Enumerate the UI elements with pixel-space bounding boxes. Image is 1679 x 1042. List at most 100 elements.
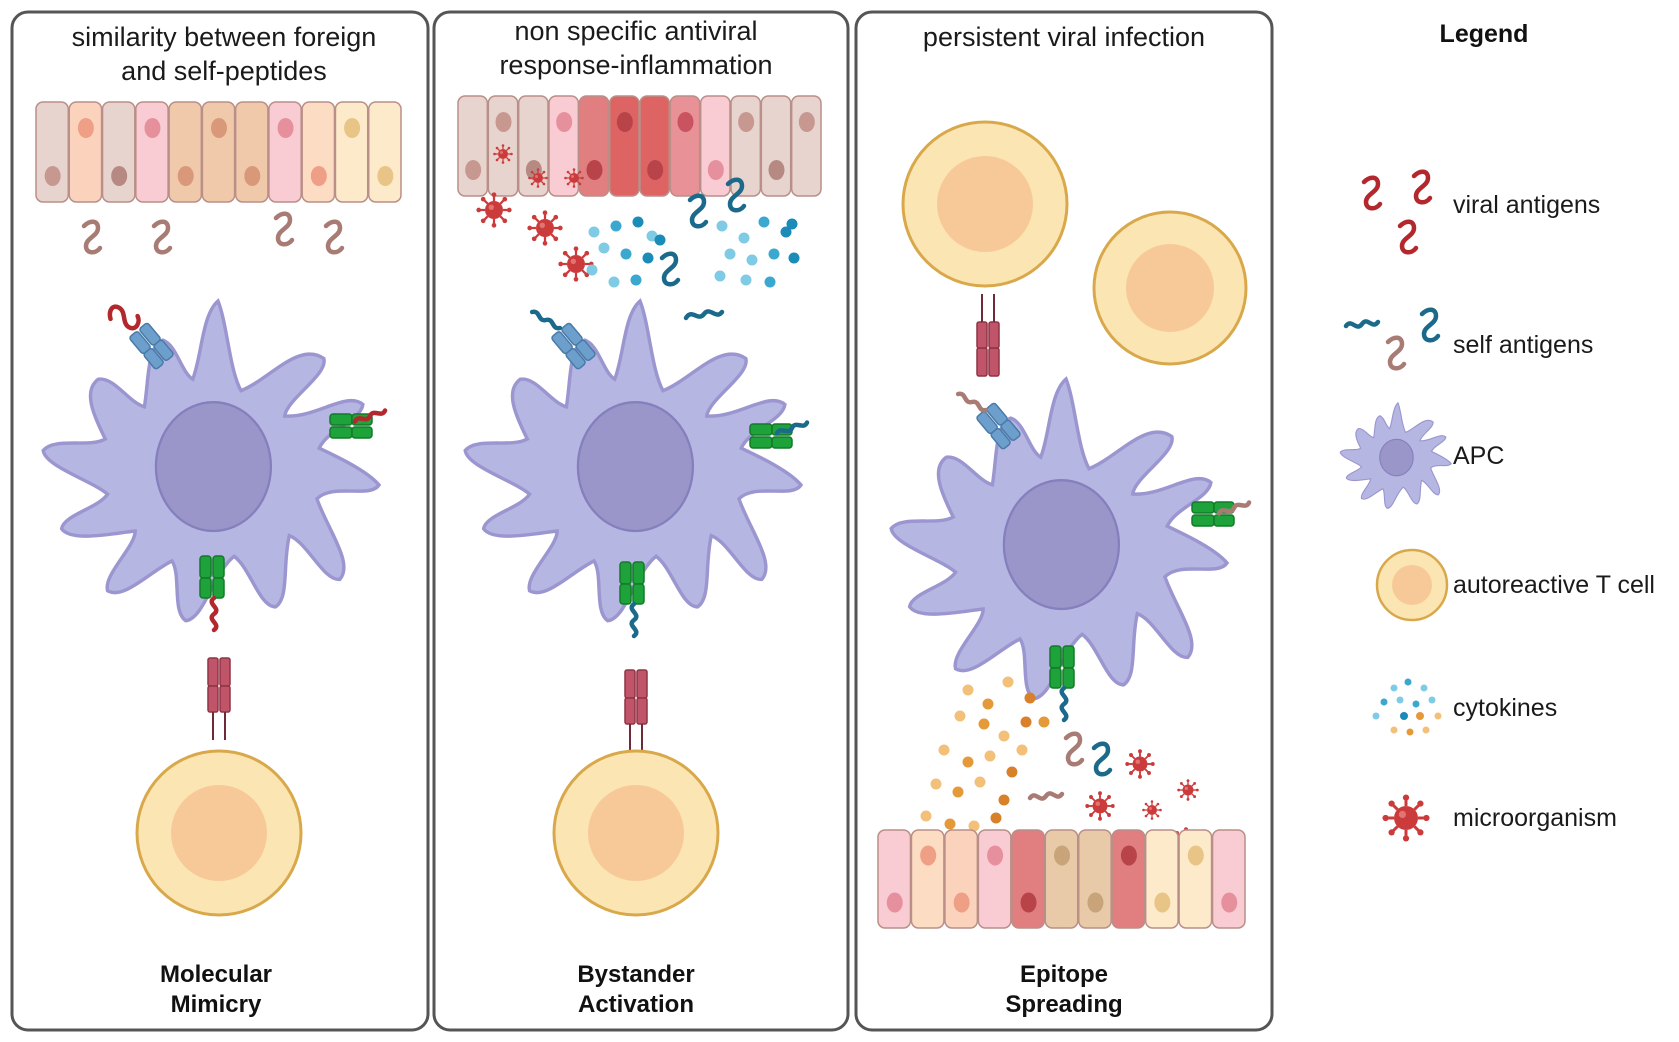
legend-label-apc: APC — [1453, 442, 1504, 470]
cytokine-dot — [952, 786, 964, 798]
cytokine-dot — [786, 218, 798, 230]
epithelial-cell — [699, 95, 731, 197]
cytokine-dot — [610, 220, 622, 232]
legend: Legend viral antigens self antigens APC … — [1339, 20, 1655, 844]
cytokine-dot — [998, 730, 1010, 742]
epithelial-cell — [944, 829, 979, 929]
epithelial-cell — [168, 101, 203, 203]
epithelial-cell — [1011, 829, 1046, 929]
cytokine-dot — [788, 252, 800, 264]
cytokine-dot — [962, 756, 974, 768]
self-antigens — [662, 180, 744, 321]
epithelium — [877, 829, 1246, 929]
epithelial-cell — [910, 829, 945, 929]
cytokine-dot — [998, 794, 1010, 806]
cytokine-dot — [738, 232, 750, 244]
apc-icon — [1339, 402, 1452, 510]
viral-antigen-icon — [1364, 172, 1430, 253]
epithelial-cell — [234, 101, 269, 203]
panel-bystander-activation: non specific antiviral response-inflamma… — [432, 10, 850, 1032]
apc-cell — [889, 377, 1229, 701]
epithelial-cell — [135, 101, 169, 203]
legend-label-self-antigens: self antigens — [1453, 331, 1593, 359]
cytokine-dot — [1024, 692, 1036, 704]
cytokine-dot — [944, 818, 956, 830]
epithelial-cell — [578, 95, 610, 197]
panel-label-line-1: Bystander — [577, 961, 694, 988]
epithelial-cell — [608, 95, 640, 197]
self-antigen-icon — [1343, 310, 1438, 369]
cytokine-dot — [714, 270, 726, 282]
epithelial-cell — [1144, 829, 1179, 929]
cytokines — [586, 216, 800, 288]
cytokine-dot — [1002, 676, 1014, 688]
cytokine-dot — [642, 252, 654, 264]
epithelial-cell — [457, 95, 489, 197]
cytokine-dot — [978, 718, 990, 730]
epithelial-cell — [101, 101, 136, 203]
legend-label-cytokines: cytokines — [1453, 694, 1557, 722]
cytokine-dot — [716, 220, 728, 232]
cytokine-dot — [780, 226, 792, 238]
cytokine-dot — [954, 710, 966, 722]
t-cell — [552, 749, 720, 917]
epithelial-cell — [790, 95, 822, 197]
microorganism-icon — [1380, 792, 1432, 844]
cytokine-dot — [620, 248, 632, 260]
epithelial-cell — [35, 101, 70, 203]
cytokine-dot — [758, 216, 770, 228]
cytokine-dot — [1006, 766, 1018, 778]
panel-label-line-1: Molecular — [160, 961, 272, 988]
cytokine-dot — [968, 820, 980, 832]
panel-title-line-2: and self-peptides — [121, 56, 327, 86]
epithelium — [35, 101, 402, 203]
epithelial-cell — [517, 95, 549, 197]
cytokine-dot — [608, 276, 620, 288]
legend-label-microorganism: microorganism — [1453, 804, 1617, 832]
cytokine-dot — [930, 778, 942, 790]
epithelial-cell — [1044, 829, 1079, 929]
cytokine-dot — [586, 264, 598, 276]
legend-title: Legend — [1440, 20, 1529, 48]
panel-title-line-1: persistent viral infection — [923, 22, 1205, 52]
panel-molecular-mimicry: similarity between foreign and self-pept… — [10, 10, 430, 1032]
epithelial-cell — [639, 95, 671, 197]
epithelial-cell — [1211, 829, 1246, 929]
cytokine-dot — [598, 242, 610, 254]
panel-title-line-1: similarity between foreign — [72, 22, 377, 52]
cytokine-dot — [962, 684, 974, 696]
legend-label-viral-antigens: viral antigens — [1453, 191, 1600, 219]
apc-cell — [463, 299, 803, 623]
t-cell — [135, 749, 303, 917]
panel-title-line-2: response-inflammation — [499, 50, 772, 80]
cytokine-dot — [588, 226, 600, 238]
cytokine-dot — [724, 248, 736, 260]
epithelial-cell — [201, 101, 236, 203]
epithelial-cell — [367, 101, 402, 203]
antigens — [1027, 734, 1110, 801]
cytokine-dot — [768, 248, 780, 260]
epithelial-cell — [1077, 829, 1112, 929]
cytokine-dot — [764, 276, 776, 288]
cytokine-dot — [746, 254, 758, 266]
cytokine-dot — [982, 698, 994, 710]
epithelial-cell — [301, 101, 336, 203]
cytokine-dot — [740, 274, 752, 286]
cytokine-dot — [938, 744, 950, 756]
panel-label-line-2: Activation — [578, 991, 694, 1018]
epithelial-cell — [68, 101, 103, 203]
panel-label-line-1: Epitope — [1020, 961, 1108, 988]
epithelium — [457, 95, 822, 197]
cytokine-dot — [630, 274, 642, 286]
panel-label-line-2: Spreading — [1005, 991, 1122, 1018]
cytokine-dot — [1016, 744, 1028, 756]
epithelial-cell — [1111, 829, 1146, 929]
panel-title-line-1: non specific antiviral — [514, 16, 757, 46]
cytokines — [920, 676, 1050, 832]
epithelial-cell — [877, 829, 912, 929]
cytokine-dot — [1038, 716, 1050, 728]
epithelial-cell — [268, 101, 302, 203]
cytokine-dot — [990, 812, 1002, 824]
cytokine-dot — [654, 234, 666, 246]
